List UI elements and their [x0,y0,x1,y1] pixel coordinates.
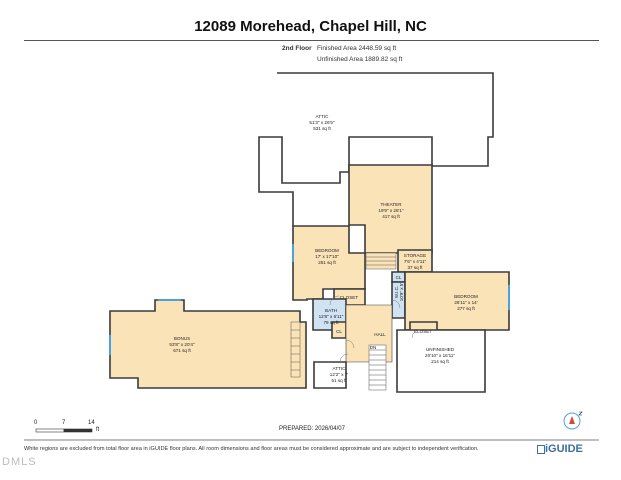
scale-unit: ft [96,427,100,433]
unfinished-room [396,329,486,393]
bonus-outline [109,299,307,389]
attic-main-name: ATTIC [316,114,330,119]
doors [329,295,421,363]
bedroom1-room [292,225,366,301]
storage-area: 37 sq ft [407,265,423,270]
scale-end: 14 [88,420,95,426]
theater-area: 417 sq ft [382,214,400,219]
bonus-name: BONUS [174,336,190,341]
bedroom1-name: BEDROOM [315,248,339,253]
bath-name: BATH [325,308,337,313]
bedroom1-area: 251 sq ft [318,260,336,265]
unfinished-name: UNFINISHED [426,347,455,352]
bath-area: 79 sq ft [323,320,339,325]
finished-area: Finished Area 2448.59 sq ft [317,45,397,52]
bedroom1-dims: 17' x 17'10" [315,254,339,259]
wic-dims: 10'9" x 5' [399,283,404,302]
disclaimer-text: White regions are excluded from total fl… [24,446,479,452]
prepared-date: PREPARED: 2026/04/07 [279,426,345,432]
attic-small-room [313,361,347,389]
scale-zero: 0 [34,420,38,426]
attic-small-dims: 12'2" x 7' [330,372,349,377]
mls-watermark: DMLS [2,456,37,468]
scale-bar [35,428,93,433]
dn-name: DN [370,345,377,350]
bedroom2-name: BEDROOM [454,294,478,299]
attic-small-area: 51 sq ft [331,378,347,383]
windows [109,244,510,355]
bedroom2-room [404,271,510,331]
theater-name: THEATER [380,202,402,207]
bedroom2-area: 277 sq ft [457,306,475,311]
unfinished-area: 214 sq ft [431,359,449,364]
stairs [290,252,397,391]
brand-logo: iGUIDE [545,443,583,455]
unfinished-area: Unfinished Area 1889.82 sq ft [317,56,403,63]
bath-dims: 12'8" x 6'11" [319,314,344,319]
closet2-name: CLOSET [414,329,433,334]
compass-icon [563,411,583,430]
storage-name: STORAGE [404,253,426,258]
bedroom2-dims: 26'11" x 14' [454,300,477,305]
unfinished-dims: 20'10" x 16'11" [425,353,455,358]
attic-main-area: 531 sq ft [313,126,331,131]
cl-bath-name: CL [336,329,342,334]
cl-storage-name: CL [396,275,402,280]
bonus-area: 671 sq ft [173,348,191,353]
hall-name: HALL [374,332,386,337]
bonus-dims: 53'8" x 20'4" [169,342,195,347]
wic-name: W.I.C. [394,286,399,299]
attic-main-dims: 51'3" x 26'5" [309,120,335,125]
attic-small-name: ATTIC [333,366,347,371]
closet1-name: CLOSET [340,295,359,300]
scale-mid: 7 [62,420,66,426]
iguide-logo-icon [537,445,545,454]
storage-dims: 7'6" x 4'11" [404,259,427,264]
title-rule [24,40,599,41]
floor-name: 2nd Floor [282,45,312,52]
theater-dims: 19'9" x 28'1" [378,208,404,213]
plan-title: 12089 Morehead, Chapel Hill, NC [194,18,427,35]
